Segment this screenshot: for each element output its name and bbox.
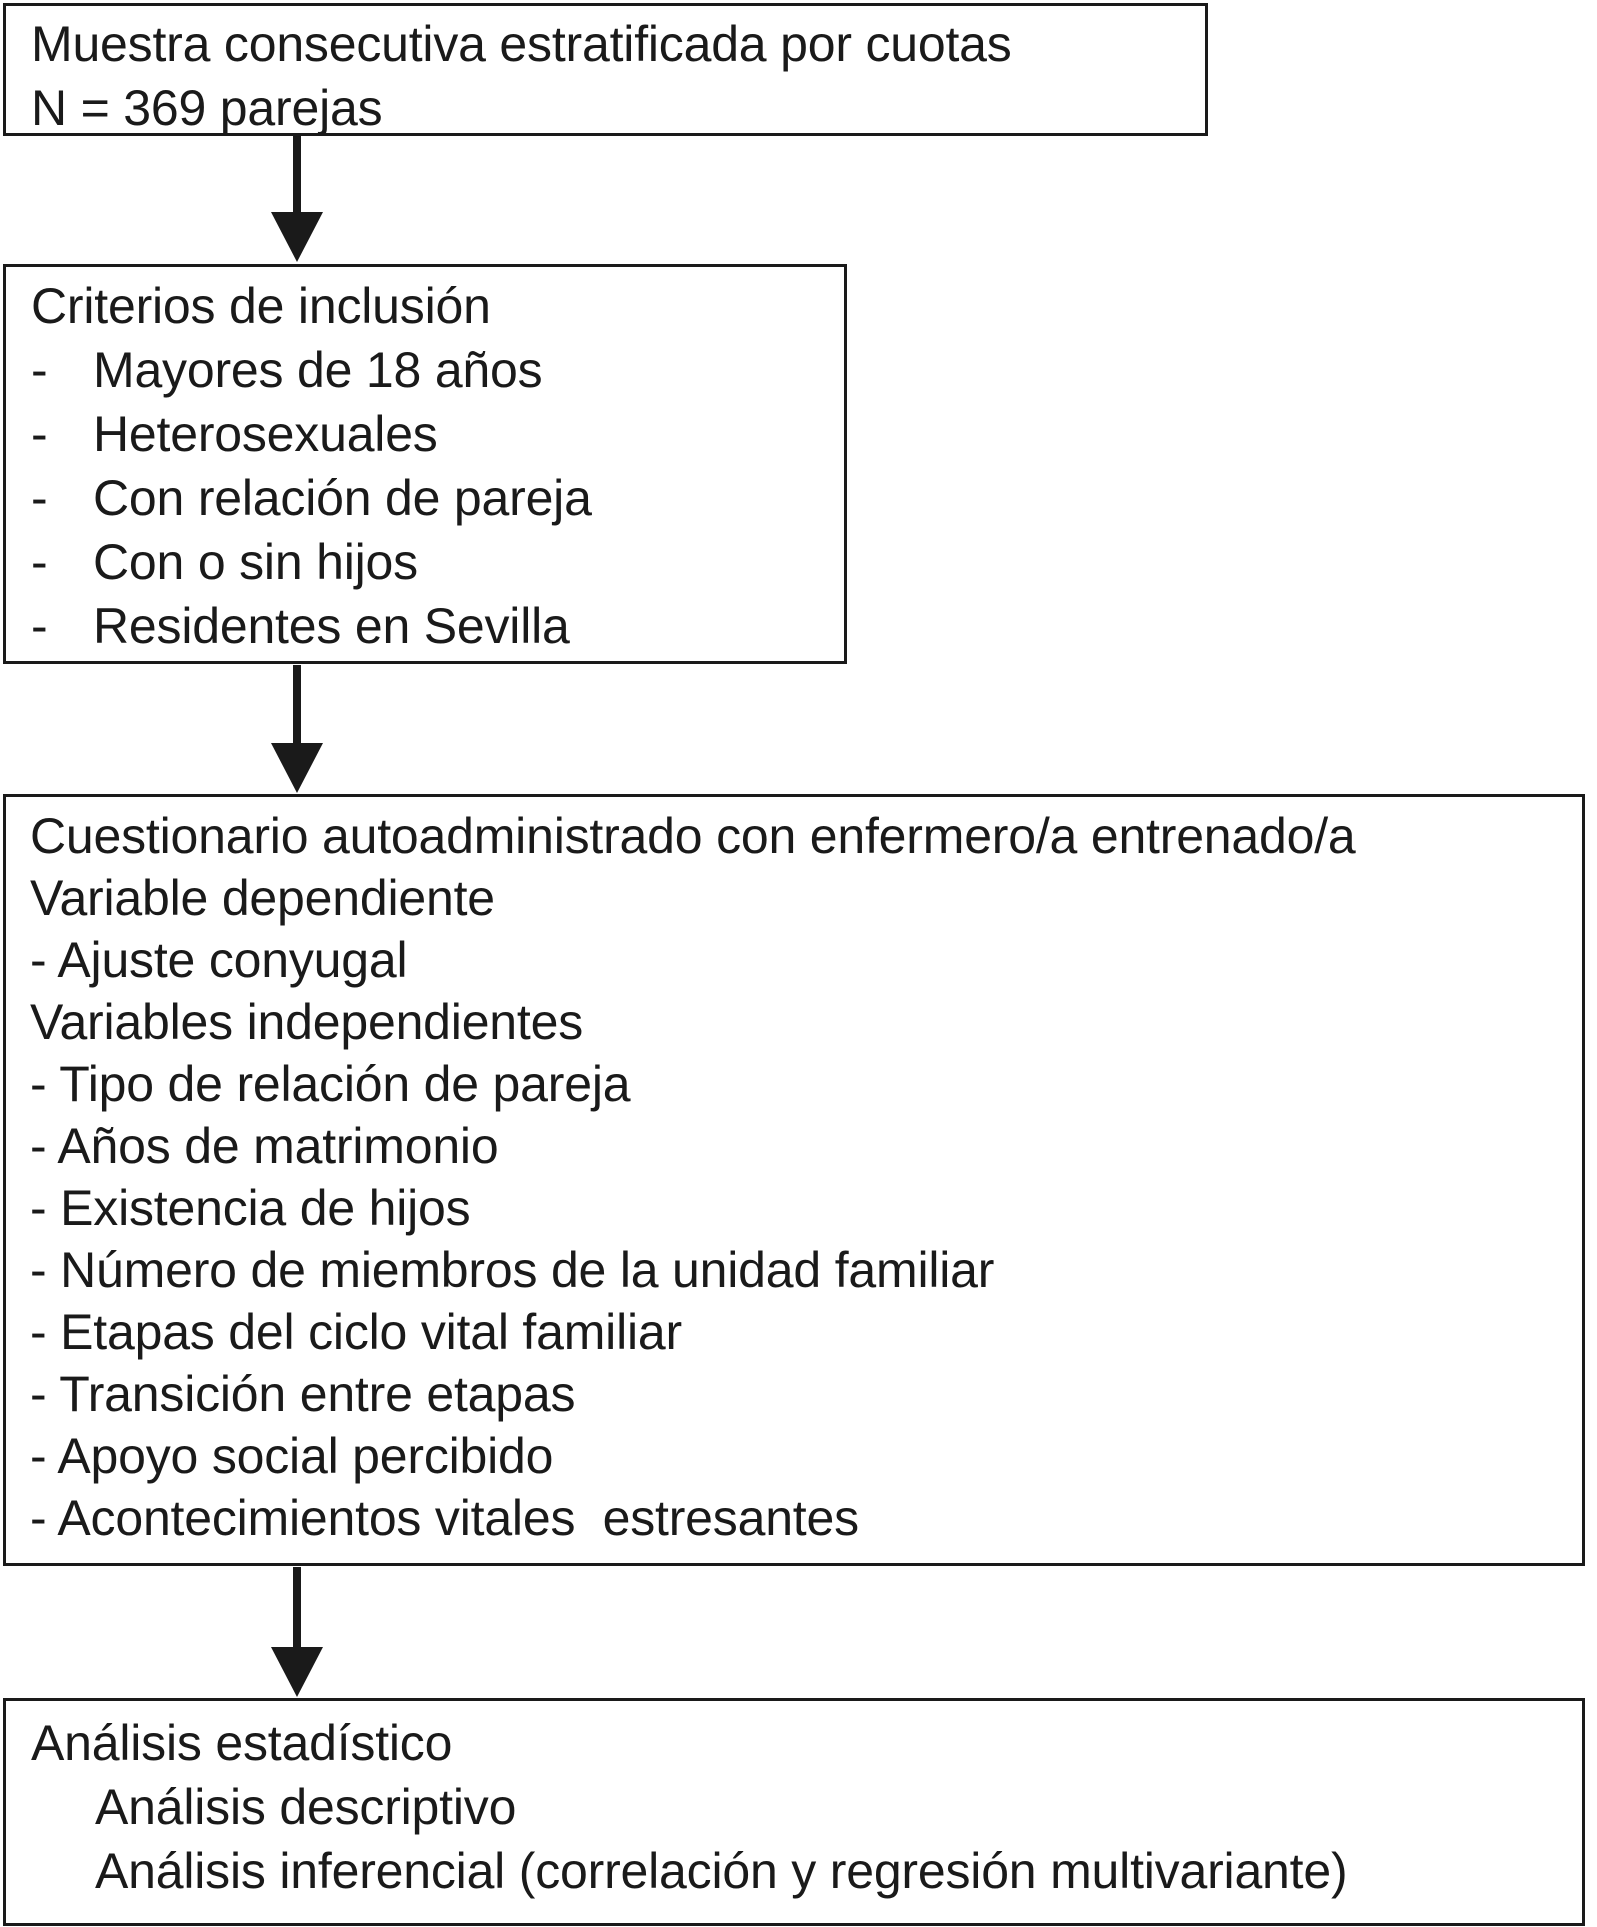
criteria-item-label: Mayores de 18 años (93, 342, 543, 398)
criteria-dash: - (31, 406, 48, 462)
criteria-item: -Con relación de pareja (31, 466, 844, 530)
analysis-line: Análisis descriptivo (95, 1779, 517, 1835)
criteria-item-label: Heterosexuales (93, 406, 438, 462)
criteria-item: -Mayores de 18 años (31, 338, 844, 402)
criteria-dash: - (31, 470, 48, 526)
questionnaire-line: - Transición entre etapas (30, 1366, 576, 1422)
criteria-item: -Con o sin hijos (31, 530, 844, 594)
sample-line-1: Muestra consecutiva estratificada por cu… (31, 16, 1012, 72)
questionnaire-line: - Número de miembros de la unidad famili… (30, 1242, 995, 1298)
criteria-item: -Heterosexuales (31, 402, 844, 466)
sample-line-2: N = 369 parejas (31, 80, 383, 136)
criteria-heading: Criterios de inclusión (31, 278, 491, 334)
arrow-shaft (293, 1567, 301, 1651)
flow-box-inclusion-criteria: Criterios de inclusión -Mayores de 18 añ… (3, 264, 847, 664)
criteria-item: -Residentes en Sevilla (31, 594, 844, 658)
arrow-sample-to-criteria-icon (271, 136, 323, 262)
criteria-item-label: Con relación de pareja (93, 470, 592, 526)
analysis-line: Análisis inferencial (correlación y regr… (95, 1843, 1348, 1899)
questionnaire-line: - Tipo de relación de pareja (30, 1056, 631, 1112)
criteria-item-label: Con o sin hijos (93, 534, 418, 590)
flow-box-statistical-analysis: Análisis estadístico Análisis descriptiv… (3, 1698, 1585, 1926)
criteria-dash: - (31, 534, 48, 590)
arrow-shaft (293, 136, 301, 216)
questionnaire-line: - Etapas del ciclo vital familiar (30, 1304, 682, 1360)
arrow-head (271, 212, 323, 262)
questionnaire-line: - Acontecimientos vitales estresantes (30, 1490, 859, 1546)
questionnaire-line: - Años de matrimonio (30, 1118, 499, 1174)
flow-box-sample: Muestra consecutiva estratificada por cu… (3, 3, 1208, 136)
criteria-dash: - (31, 598, 48, 654)
questionnaire-line: Variable dependiente (30, 870, 495, 926)
questionnaire-line: - Apoyo social percibido (30, 1428, 554, 1484)
questionnaire-line: - Existencia de hijos (30, 1180, 471, 1236)
arrow-criteria-to-questionnaire-icon (271, 665, 323, 793)
questionnaire-line: Variables independientes (30, 994, 584, 1050)
flow-box-questionnaire-variables: Cuestionario autoadministrado con enferm… (3, 794, 1585, 1566)
arrow-shaft (293, 665, 301, 747)
questionnaire-line: Cuestionario autoadministrado con enferm… (30, 808, 1356, 864)
arrow-head (271, 743, 323, 793)
questionnaire-line: - Ajuste conyugal (30, 932, 408, 988)
arrow-head (271, 1647, 323, 1697)
criteria-dash: - (31, 342, 48, 398)
arrow-questionnaire-to-analysis-icon (271, 1567, 323, 1697)
analysis-heading: Análisis estadístico (31, 1715, 453, 1771)
criteria-item-label: Residentes en Sevilla (93, 598, 570, 654)
